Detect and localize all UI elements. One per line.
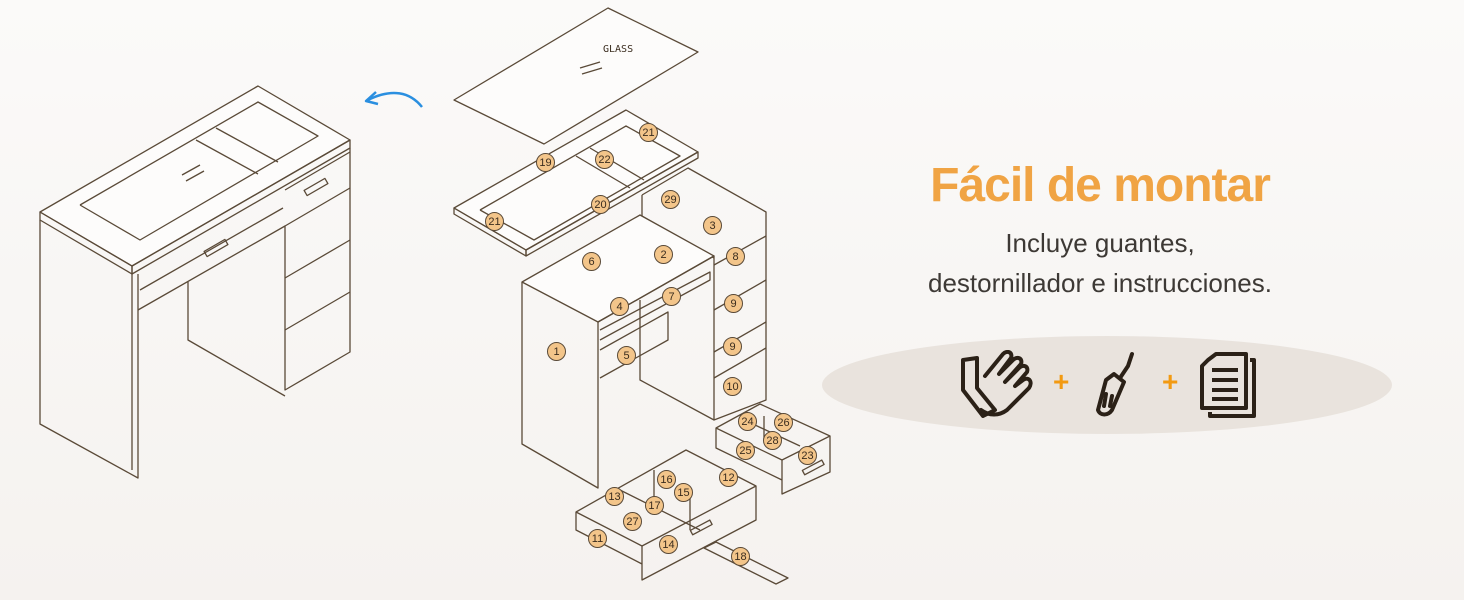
part-number-badge: 5 — [617, 346, 636, 365]
part-number-badge: 21 — [485, 212, 504, 231]
part-number-badge: 27 — [623, 512, 642, 531]
part-number-badge: 26 — [774, 413, 793, 432]
part-number-badge: 9 — [724, 294, 743, 313]
part-number-badge: 12 — [719, 468, 738, 487]
part-number-badge: 3 — [703, 216, 722, 235]
part-number-badge: 23 — [798, 446, 817, 465]
part-number-badge: 9 — [723, 337, 742, 356]
gloves-icon — [961, 350, 1033, 418]
part-number-badge: 15 — [674, 483, 693, 502]
rotate-arrow-icon — [367, 91, 423, 108]
part-number-badge: 22 — [595, 150, 614, 169]
part-number-badge: 14 — [659, 535, 678, 554]
instructions-icon — [1200, 352, 1256, 418]
assembled-desk — [39, 85, 351, 479]
part-number-badge: 17 — [645, 496, 664, 515]
part-number-badge: 19 — [536, 153, 555, 172]
headline: Fácil de montar — [930, 159, 1271, 212]
part-number-badge: 21 — [639, 123, 658, 142]
screwdriver-icon — [1096, 352, 1134, 417]
part-number-badge: 24 — [738, 412, 757, 431]
part-number-badge: 13 — [605, 487, 624, 506]
glass-label: GLASS — [603, 44, 634, 55]
part-number-badge: 8 — [726, 247, 745, 266]
plus-sign: + — [1162, 366, 1179, 397]
icons-backdrop — [822, 336, 1392, 434]
subtitle-line-2: destornillador e instrucciones. — [928, 268, 1272, 298]
part-number-badge: 25 — [736, 441, 755, 460]
part-number-badge: 2 — [654, 245, 673, 264]
part-number-badge: 16 — [657, 470, 676, 489]
part-number-badge: 18 — [731, 547, 750, 566]
part-number-badge: 28 — [763, 431, 782, 450]
part-number-badge: 6 — [582, 252, 601, 271]
part-number-badge: 10 — [723, 377, 742, 396]
part-number-badge: 29 — [661, 190, 680, 209]
part-number-badge: 7 — [662, 287, 681, 306]
subtitle-line-1: Incluye guantes, — [1005, 228, 1195, 258]
part-number-badge: 20 — [591, 195, 610, 214]
glass-panel — [453, 7, 699, 145]
part-number-badge: 4 — [610, 297, 629, 316]
part-number-badge: 1 — [547, 342, 566, 361]
plus-sign: + — [1053, 366, 1070, 397]
part-number-badge: 11 — [588, 529, 607, 548]
